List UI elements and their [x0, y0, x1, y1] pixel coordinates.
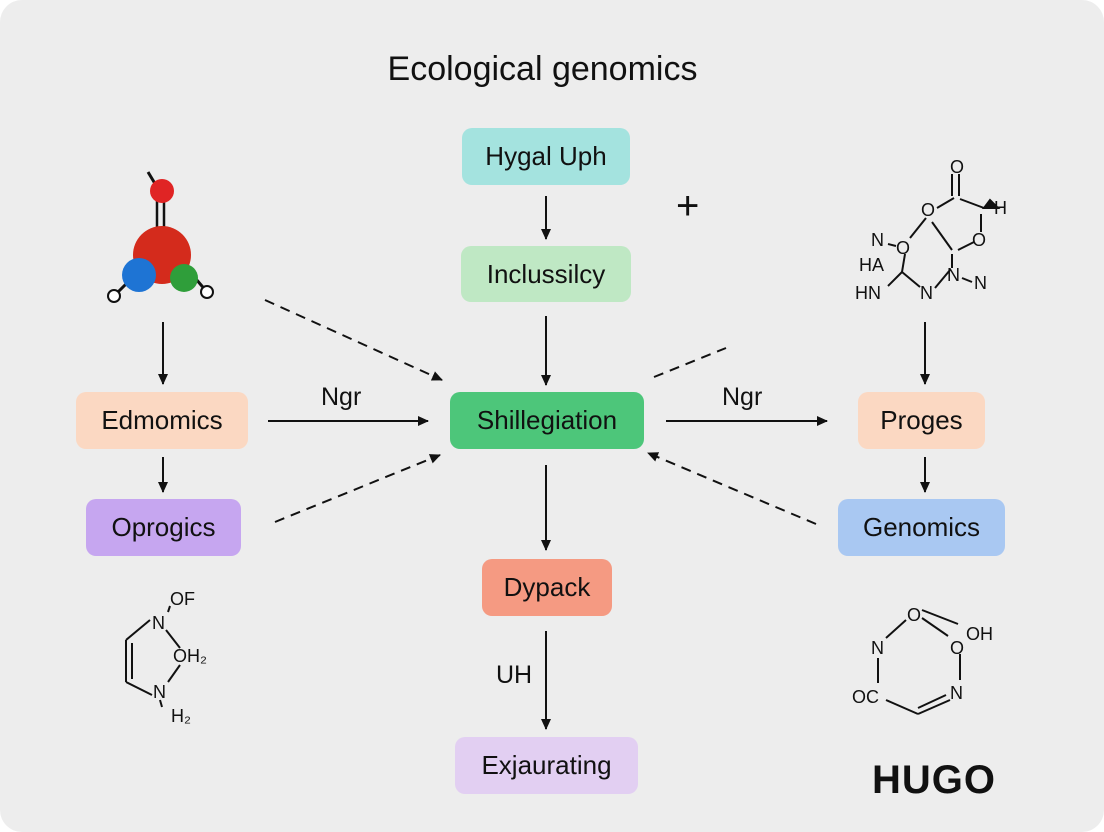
diagram-title: Ecological genomics — [387, 50, 698, 88]
node-edmomics: Edmomics — [76, 392, 248, 449]
dashed-line-top-right — [653, 347, 727, 378]
tr-atom-9: N — [920, 283, 933, 303]
bl-atom-3: OH₂ — [173, 646, 207, 666]
bl-atom-4: N — [153, 682, 166, 702]
tr-atom-8: HN — [855, 283, 881, 303]
br-atom-1: O — [907, 605, 921, 625]
node-genomics: Genomics — [838, 499, 1005, 556]
atom-blue — [122, 258, 156, 292]
tr-atom-2: O — [921, 200, 935, 220]
br-atom-4: O — [950, 638, 964, 658]
tr-atom-7: HA — [859, 255, 884, 275]
atom-green — [170, 264, 198, 292]
node-shillegiation: Shillegiation — [450, 392, 644, 449]
hugo-brand: HUGO — [872, 758, 996, 802]
edge-label-right: Ngr — [722, 383, 763, 411]
tr-atom-3: H — [994, 198, 1007, 218]
tr-atom-6: O — [972, 230, 986, 250]
tr-atom-11: N — [974, 273, 987, 293]
tr-atom-4: N — [871, 230, 884, 250]
node-dypack: Dypack — [482, 559, 612, 616]
node-oprogics: Oprogics — [86, 499, 241, 556]
bl-atom-2: N — [152, 613, 165, 633]
node-exjaurating: Exjaurating — [455, 737, 638, 794]
dashed-arrow-bottom-left — [274, 454, 441, 523]
br-atom-3: N — [871, 638, 884, 658]
plus-sign: + — [676, 184, 700, 228]
tr-atom-5: O — [896, 238, 910, 258]
br-atom-2: OH — [966, 624, 993, 644]
node-proges: Proges — [858, 392, 985, 449]
node-inclussilcy: Inclussilcy — [461, 246, 631, 302]
br-atom-6: N — [950, 683, 963, 703]
node-hygal-uph: Hygal Uph — [462, 128, 630, 185]
tr-atom-1: O — [950, 157, 964, 177]
dashed-arrow-bottom-right — [647, 452, 817, 525]
bl-atom-1: OF — [170, 589, 195, 609]
bl-atom-5: H₂ — [171, 706, 191, 726]
edge-label-down: UH — [496, 661, 533, 689]
br-atom-5: OC — [852, 687, 879, 707]
edge-label-left: Ngr — [321, 383, 362, 411]
tr-atom-10: N — [947, 265, 960, 285]
atom-top — [150, 179, 174, 203]
dashed-arrow-top-left — [264, 299, 443, 381]
